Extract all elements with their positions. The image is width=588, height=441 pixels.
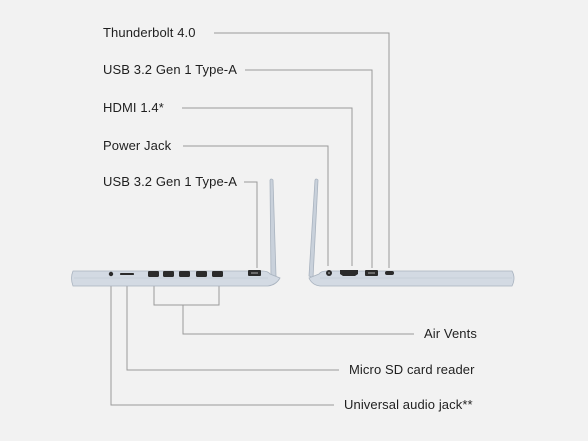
audio-jack-leader-line [110, 279, 334, 406]
thunderbolt-leader-line [214, 32, 390, 268]
air-vents-label: Air Vents [424, 326, 477, 341]
air-vent-slot [196, 271, 207, 277]
micro-sd-port [120, 273, 134, 275]
usb-a-right-label: USB 3.2 Gen 1 Type-A [103, 62, 237, 77]
micro-sd-label: Micro SD card reader [349, 362, 475, 377]
air-vents-bracket [153, 283, 220, 306]
thunderbolt-port [385, 271, 394, 275]
power-jack-leader-line [183, 145, 329, 266]
air-vents [148, 271, 223, 277]
right-laptop-lid [308, 178, 319, 279]
hdmi-leader-line [182, 107, 353, 266]
left-laptop [71, 178, 281, 287]
audio-jack-port [108, 271, 114, 277]
left-laptop-lid [269, 178, 277, 279]
air-vent-slot [163, 271, 174, 277]
air-vent-slot [148, 271, 159, 277]
usb-a-left-port-tongue [251, 272, 258, 274]
usb-a-right-leader-line [245, 69, 373, 268]
usb-a-left-leader-line [244, 181, 258, 268]
usb-a-left-label: USB 3.2 Gen 1 Type-A [103, 174, 237, 189]
micro-sd-leader-line [126, 279, 339, 371]
air-vents-leader-line [182, 305, 414, 335]
air-vent-slot [179, 271, 190, 277]
usb-a-right-port-tongue [368, 272, 375, 274]
thunderbolt-label: Thunderbolt 4.0 [103, 25, 196, 40]
hdmi-label: HDMI 1.4* [103, 100, 164, 115]
power-jack-pin [328, 272, 330, 274]
hdmi-port [340, 270, 358, 276]
right-laptop-base [308, 270, 515, 287]
power-jack-label: Power Jack [103, 138, 172, 153]
air-vent-slot [212, 271, 223, 277]
leader-lines [110, 32, 414, 406]
audio-jack-label: Universal audio jack** [344, 397, 473, 412]
right-laptop [308, 178, 515, 287]
